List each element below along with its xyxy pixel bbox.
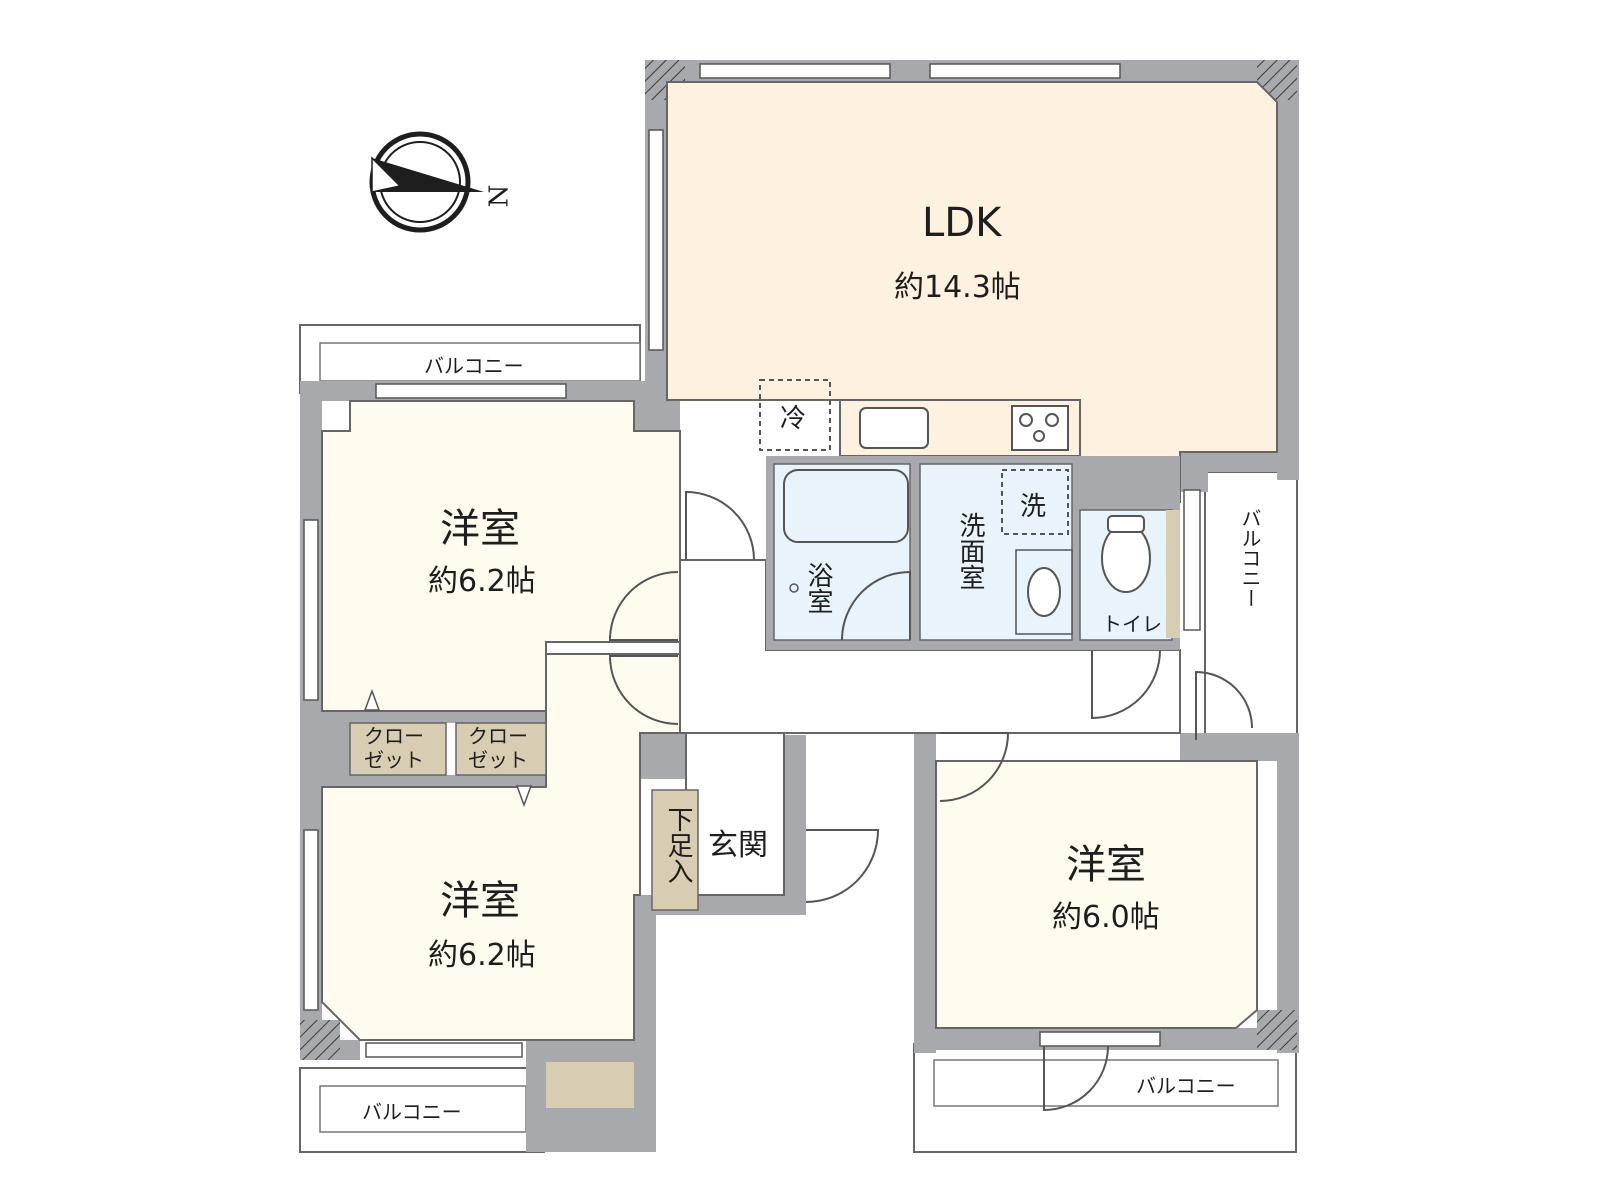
closet-arrow-down-icon bbox=[515, 785, 533, 808]
shoe-box bbox=[651, 789, 699, 911]
closet-2-label: クロー ゼット bbox=[468, 724, 528, 772]
storage-nook bbox=[546, 1062, 634, 1108]
ldk-area: 約14.3帖 bbox=[894, 270, 1021, 305]
western-bottom-left-floor bbox=[321, 653, 681, 1041]
entrance-floor bbox=[685, 732, 785, 896]
balcony-right-label: バルコニー bbox=[1238, 508, 1262, 608]
western-right-name: 洋室 bbox=[1066, 842, 1146, 888]
washing-machine-space bbox=[1001, 469, 1069, 535]
western-bottom-left-name: 洋室 bbox=[440, 878, 520, 924]
kitchen-sink-icon bbox=[859, 407, 929, 449]
western-bottom-left-area: 約6.2帖 bbox=[428, 938, 536, 973]
balcony-bottom-right-label: バルコニー bbox=[1136, 1074, 1236, 1098]
compass-icon bbox=[369, 131, 484, 233]
refrigerator-space bbox=[759, 379, 831, 451]
toilet-bowl-icon bbox=[1101, 523, 1151, 593]
balcony-outline-right bbox=[1204, 471, 1298, 749]
entrance-name: 玄関 bbox=[708, 828, 768, 863]
toilet-tank-icon bbox=[1107, 515, 1145, 533]
closet-1-label: クロー ゼット bbox=[364, 724, 424, 772]
western-right-area: 約6.0帖 bbox=[1052, 900, 1160, 935]
toilet-name: トイレ bbox=[1102, 612, 1162, 636]
toilet-storage bbox=[1166, 510, 1180, 638]
closet-2 bbox=[455, 722, 547, 776]
balcony-bottom-left-label: バルコニー bbox=[362, 1100, 462, 1124]
stove-icon bbox=[1011, 405, 1069, 451]
western-top-left-name: 洋室 bbox=[440, 506, 520, 552]
refrigerator-label: 冷 bbox=[780, 404, 807, 434]
washing-machine-label: 洗 bbox=[1020, 492, 1047, 522]
washroom-name: 洗面室 bbox=[955, 512, 985, 590]
bath-name: 浴室 bbox=[803, 562, 833, 614]
balcony-inner-bottom-right bbox=[933, 1059, 1279, 1107]
doors bbox=[608, 490, 1253, 1112]
basin-icon bbox=[1027, 567, 1061, 617]
balcony-top-left-label: バルコニー bbox=[424, 354, 524, 378]
windows bbox=[303, 63, 1201, 1058]
balcony-inner-bottom-left bbox=[319, 1085, 527, 1133]
closet-arrow-up-icon bbox=[363, 688, 381, 711]
north-label: N bbox=[484, 184, 515, 208]
bathtub-icon bbox=[783, 469, 909, 543]
closet-1 bbox=[349, 722, 447, 776]
drain-icon bbox=[789, 583, 799, 593]
western-right-floor bbox=[935, 760, 1258, 1029]
western-top-left-area: 約6.2帖 bbox=[428, 564, 536, 599]
ldk-name: LDK bbox=[922, 200, 1002, 246]
western-top-left-floor bbox=[321, 400, 681, 712]
shoe-box-name: 下足入 bbox=[663, 806, 693, 884]
